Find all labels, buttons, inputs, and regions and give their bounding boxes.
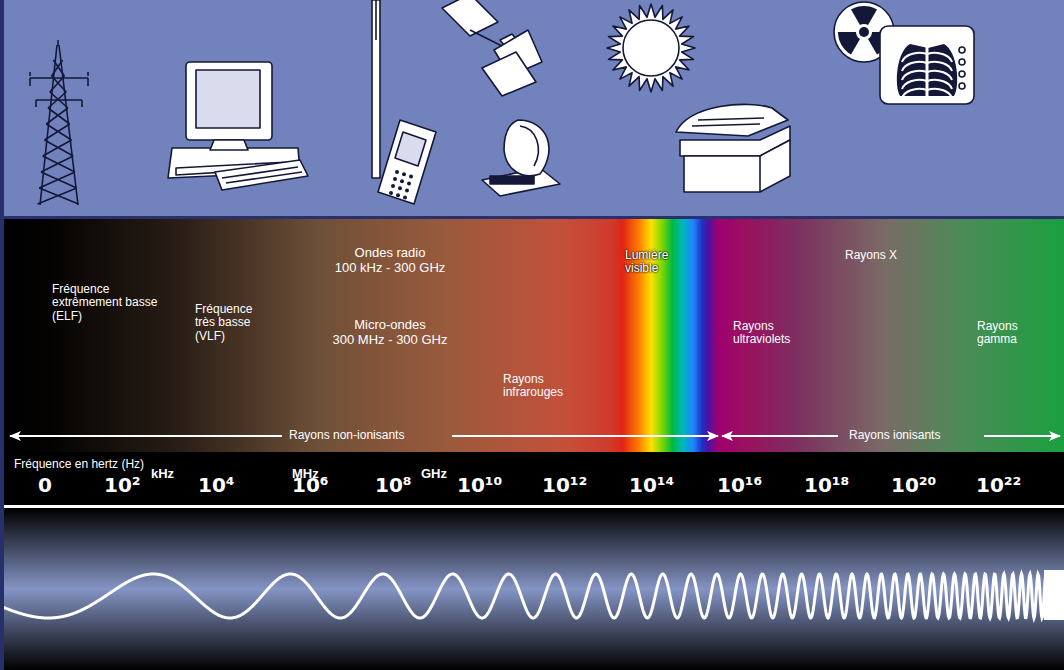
frequency-number: 10⁶ (292, 474, 329, 496)
band-label: Ondes radio (310, 246, 470, 261)
frequency-bar (0, 452, 1064, 506)
unit-label: GHz (421, 467, 447, 482)
band-label: Rayons ultraviolets (733, 320, 823, 347)
frequency-number: 0 (38, 474, 52, 496)
frequency-number: 10²² (976, 474, 1021, 496)
sun (607, 4, 695, 92)
computer (168, 62, 308, 190)
unit-label: kHz (151, 467, 174, 482)
wave-panel (0, 508, 1064, 670)
bar-rule (0, 505, 1064, 508)
band-label: Fréquence extrêmement basse (ELF) (52, 283, 174, 323)
frequency-number: 10¹⁴ (629, 474, 674, 496)
frequency-number: 10⁸ (375, 474, 412, 496)
mobile-phone (378, 120, 436, 204)
frequency-number: 10⁴ (198, 474, 235, 496)
range-label: Rayons ionisants (849, 429, 940, 442)
tanning-bed (676, 104, 790, 192)
satellite (442, 0, 542, 100)
wave-end (1044, 570, 1064, 620)
spectrum-band (0, 218, 1064, 452)
band-range: 300 MHz - 300 GHz (300, 333, 480, 348)
axis-title: Fréquence en hertz (Hz) (14, 458, 144, 471)
left-edge (0, 0, 4, 670)
frequency-number: 10¹⁰ (457, 474, 502, 496)
power-pylon (30, 40, 88, 205)
band-label: Rayons X (845, 249, 935, 262)
band-label: Rayons infrarouges (503, 373, 583, 400)
frequency-number: 10¹⁸ (804, 474, 849, 496)
icons (30, 0, 974, 205)
antenna-mast (372, 0, 380, 178)
range-label: Rayons non-ionisants (289, 429, 404, 442)
band-label: Rayons gamma (977, 320, 1047, 347)
icon-panel (0, 0, 1064, 218)
frequency-number: 10² (104, 474, 141, 496)
band-label: Micro-ondes (310, 318, 470, 333)
xray-panel (880, 26, 974, 104)
band-range: 100 kHz - 300 GHz (310, 261, 470, 276)
wave-line (2, 574, 1046, 618)
panel-rule (0, 216, 1064, 219)
satellite-dish (482, 120, 560, 196)
band-label: Lumière visible (625, 249, 685, 276)
frequency-number: 10²⁰ (891, 474, 936, 496)
frequency-number: 10¹⁶ (717, 474, 762, 496)
frequency-number: 10¹² (542, 474, 587, 496)
band-label: Fréquence très basse (VLF) (195, 303, 271, 343)
